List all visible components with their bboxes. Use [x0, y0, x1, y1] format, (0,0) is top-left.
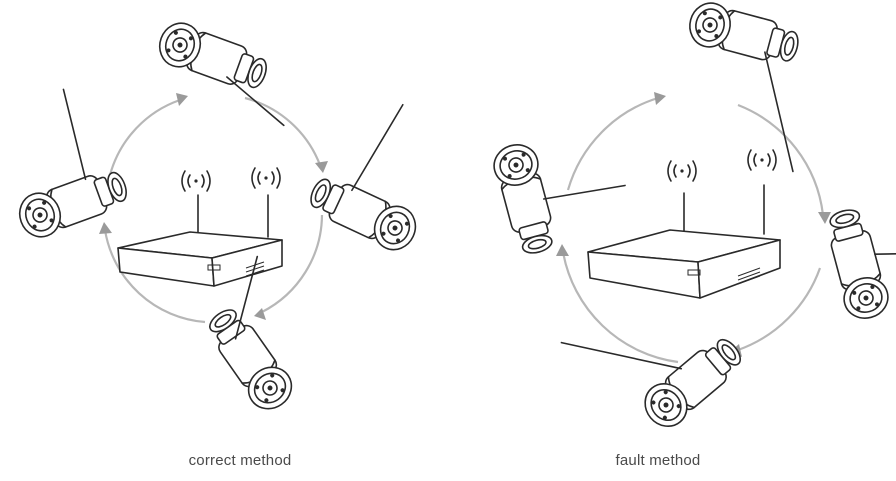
wifi-bullet-camera-icon [199, 255, 301, 418]
wifi-signal-icon [667, 149, 777, 182]
circular-arrow-icon [99, 93, 328, 324]
correct-method-diagram [12, 16, 424, 418]
wireless-nvr-icon [587, 184, 781, 299]
correct-method-caption: correct method [188, 452, 292, 469]
wifi-bullet-camera-icon [684, 0, 804, 173]
wifi-bullet-camera-icon [820, 204, 896, 324]
fault-method-panel: fault method [448, 0, 896, 481]
wifi-bullet-camera-icon [560, 329, 750, 436]
fault-method-caption: fault method [615, 452, 701, 469]
wifi-bullet-camera-icon [488, 139, 626, 259]
wireless-nvr-icon [117, 194, 283, 287]
wifi-bullet-camera-icon [152, 16, 285, 127]
circular-arrow-icon [556, 92, 831, 364]
wifi-bullet-camera-icon [12, 88, 133, 244]
wifi-bullet-camera-icon [303, 103, 424, 258]
fault-method-diagram [488, 0, 896, 436]
correct-method-panel: correct method [12, 16, 424, 469]
wifi-signal-icon [181, 167, 281, 192]
